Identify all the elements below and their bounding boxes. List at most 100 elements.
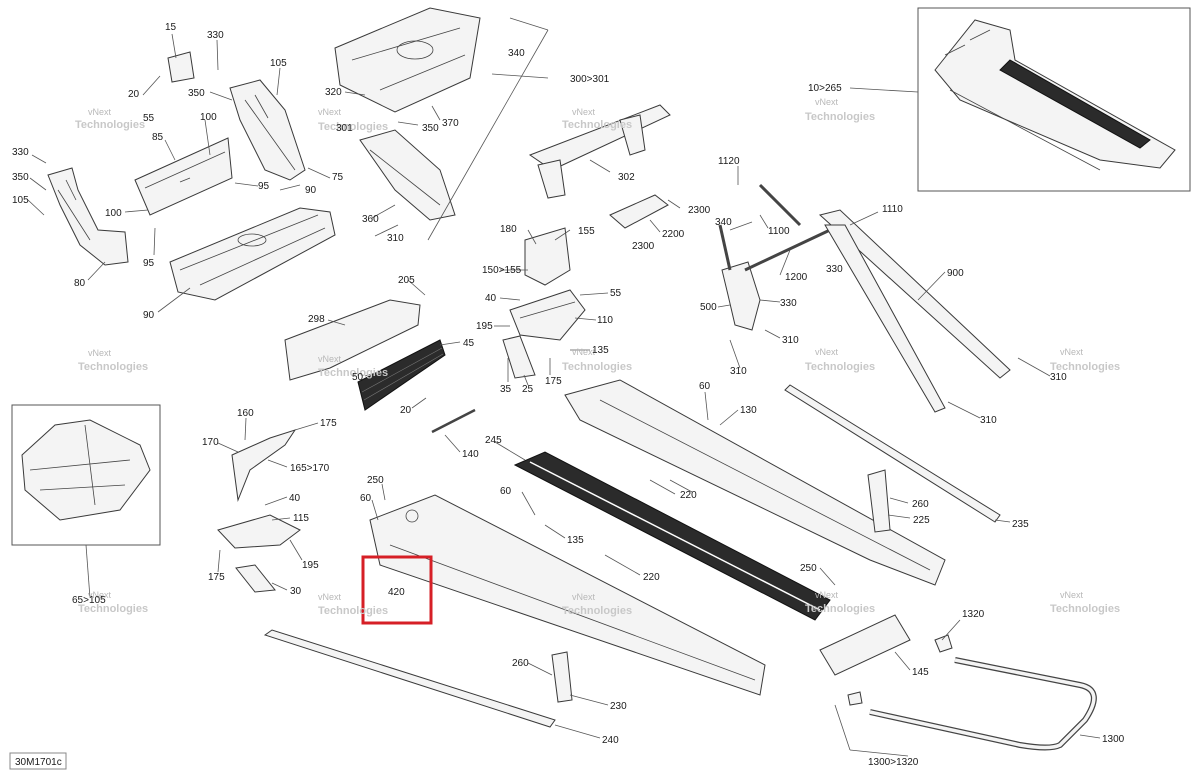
label-330b: 330 — [12, 147, 29, 158]
label-105: 105 — [270, 58, 287, 69]
label-220b: 220 — [643, 572, 660, 583]
label-75: 75 — [332, 172, 344, 183]
label-85: 85 — [152, 132, 164, 143]
svg-text:Technologies: Technologies — [1050, 603, 1120, 615]
label-105b: 105 — [12, 195, 29, 206]
label-175: 175 — [545, 376, 562, 387]
floor-panel-90 — [169, 207, 336, 301]
label-330c: 330 — [826, 264, 843, 275]
label-310c: 310 — [782, 335, 799, 346]
label-350b: 350 — [12, 172, 29, 183]
label-2300b: 2300 — [632, 241, 655, 252]
mount-110 — [509, 289, 586, 341]
svg-text:vNext: vNext — [318, 107, 342, 117]
label-10-265: 10>265 — [808, 83, 842, 94]
label-330: 330 — [207, 30, 224, 41]
label-55: 55 — [143, 113, 155, 124]
svg-text:Technologies: Technologies — [78, 603, 148, 615]
svg-text:Technologies: Technologies — [562, 119, 632, 131]
label-195: 195 — [476, 321, 493, 332]
svg-text:vNext: vNext — [815, 590, 839, 600]
label-260b: 260 — [512, 658, 529, 669]
label-370: 370 — [442, 118, 459, 129]
svg-text:Technologies: Technologies — [562, 361, 632, 373]
svg-text:Technologies: Technologies — [318, 605, 388, 617]
label-260: 260 — [912, 499, 929, 510]
label-340b: 340 — [715, 217, 732, 228]
rear-bracket-145 — [819, 614, 911, 676]
label-420: 420 — [388, 587, 405, 598]
label-310b: 310 — [730, 366, 747, 377]
label-340: 340 — [508, 48, 525, 59]
label-1100: 1100 — [768, 226, 790, 237]
svg-text:Technologies: Technologies — [318, 367, 388, 379]
svg-text:vNext: vNext — [1060, 590, 1084, 600]
svg-text:vNext: vNext — [318, 354, 342, 364]
label-250: 250 — [367, 475, 384, 486]
label-360: 360 — [362, 214, 379, 225]
label-2300: 2300 — [688, 205, 711, 216]
label-25: 25 — [522, 384, 534, 395]
label-1300: 1300 — [1102, 734, 1125, 745]
label-115: 115 — [293, 513, 309, 524]
label-195b: 195 — [302, 560, 319, 571]
label-900: 900 — [947, 268, 964, 279]
label-55b: 55 — [610, 288, 622, 299]
label-302: 302 — [618, 172, 635, 183]
upper-column-302 — [528, 104, 671, 199]
label-155: 155 — [578, 226, 595, 237]
label-350c: 350 — [422, 123, 439, 134]
label-1300-1320: 1300>1320 — [868, 757, 919, 768]
label-100: 100 — [200, 112, 217, 123]
label-60: 60 — [699, 381, 711, 392]
part-labels: 15 330 105 20 55 350 85 100 330 350 105 … — [12, 22, 1125, 768]
steering-linkage — [718, 183, 1011, 413]
label-40: 40 — [485, 293, 497, 304]
label-500: 500 — [700, 302, 717, 313]
svg-text:Technologies: Technologies — [562, 605, 632, 617]
label-135: 135 — [592, 345, 609, 356]
label-30: 30 — [290, 586, 302, 597]
label-95b: 95 — [143, 258, 155, 269]
label-130: 130 — [740, 405, 757, 416]
bracket-260-225 — [867, 469, 891, 533]
label-301: 301 — [336, 123, 353, 134]
svg-text:vNext: vNext — [1060, 347, 1084, 357]
tunnel-frame — [564, 379, 946, 586]
svg-text:Technologies: Technologies — [78, 361, 148, 373]
svg-text:Technologies: Technologies — [318, 121, 388, 133]
svg-text:vNext: vNext — [88, 107, 112, 117]
heat-exchanger-245 — [513, 451, 831, 621]
center-panel-85 — [134, 137, 233, 216]
label-298: 298 — [308, 314, 325, 325]
label-300-301: 300>301 — [570, 74, 610, 85]
bracket-30 — [235, 564, 276, 593]
bracket-2200 — [609, 194, 669, 229]
bracket-230 — [551, 651, 573, 703]
label-170: 170 — [202, 437, 219, 448]
label-60b: 60 — [360, 493, 372, 504]
right-bracket-75 — [229, 79, 306, 181]
svg-text:vNext: vNext — [572, 107, 596, 117]
label-205: 205 — [398, 275, 415, 286]
inset-rear-overview — [11, 404, 161, 546]
mount-115 — [217, 514, 301, 549]
svg-text:vNext: vNext — [815, 97, 839, 107]
svg-text:vNext: vNext — [815, 347, 839, 357]
label-165-170: 165>170 — [290, 463, 330, 474]
inset-frame-overview — [917, 7, 1191, 192]
label-20b: 20 — [400, 405, 412, 416]
label-220: 220 — [680, 490, 697, 501]
bracket-15 — [167, 51, 195, 83]
rail-235 — [784, 384, 1001, 523]
label-45: 45 — [463, 338, 475, 349]
label-1120: 1120 — [718, 156, 740, 167]
label-175c: 175 — [208, 572, 225, 583]
label-160: 160 — [237, 408, 254, 419]
steering-support-300 — [334, 7, 481, 113]
svg-text:vNext: vNext — [88, 590, 112, 600]
label-35: 35 — [500, 384, 512, 395]
svg-text:vNext: vNext — [572, 592, 596, 602]
radiator-45 — [357, 339, 446, 411]
